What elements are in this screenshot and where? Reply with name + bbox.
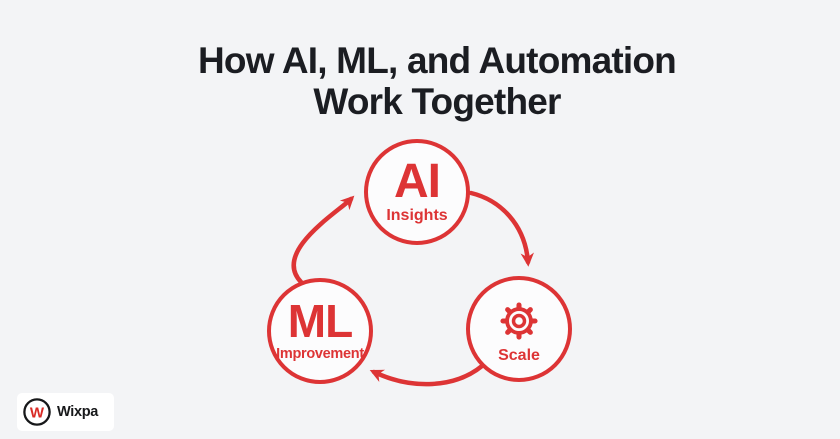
- gear-icon: [497, 299, 541, 343]
- wixpa-monogram: W: [30, 404, 45, 421]
- wixpa-logo: W Wixpa: [17, 393, 114, 431]
- node-ai: AI Insights: [364, 139, 470, 245]
- page-title-line1: How AI, ML, and Automation: [198, 40, 677, 81]
- arrow-scale-to-ml: [369, 363, 485, 387]
- wixpa-logo-icon: W: [23, 398, 51, 426]
- wixpa-logo-text: Wixpa: [57, 404, 99, 420]
- page-title-line2: Work Together: [313, 81, 561, 122]
- node-ml: ML Improvement: [267, 278, 373, 384]
- node-ai-sublabel: Insights: [386, 206, 448, 224]
- node-scale: Scale: [466, 276, 572, 382]
- node-ml-sublabel: Improvement: [276, 345, 364, 362]
- arrow-ai-to-scale: [468, 190, 534, 267]
- node-ai-label: AI: [394, 154, 441, 208]
- arrow-ml-to-ai: [291, 195, 355, 285]
- node-scale-sublabel: Scale: [498, 347, 540, 364]
- node-ml-label: ML: [287, 294, 353, 347]
- page-title: How AI, ML, and Automation Work Together: [17, 40, 840, 122]
